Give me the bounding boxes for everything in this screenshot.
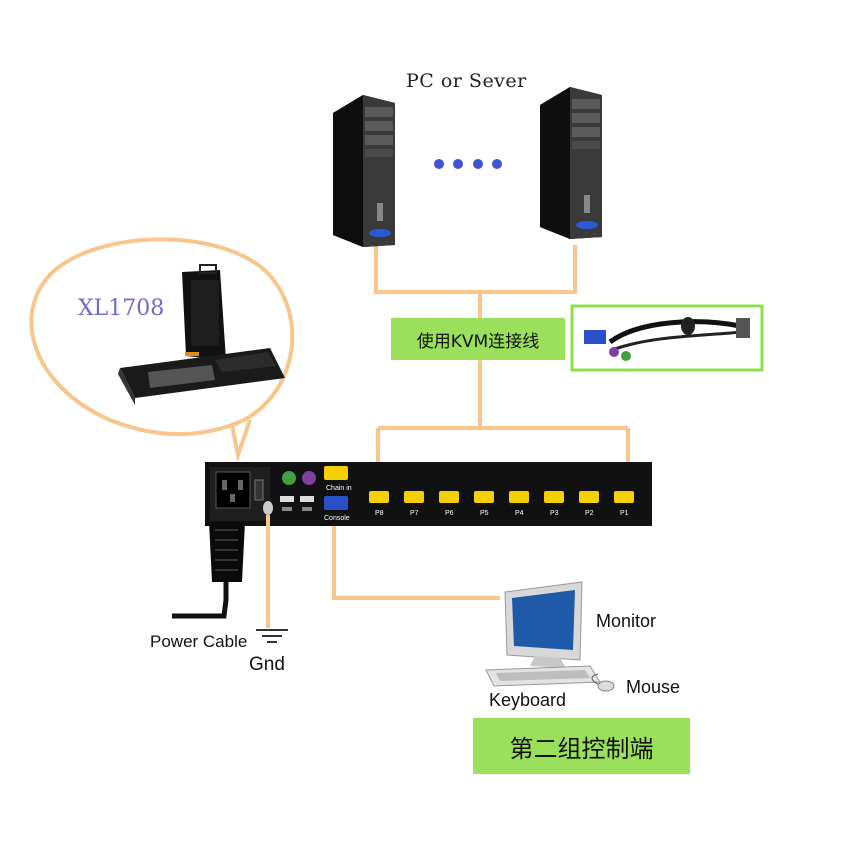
usb-ports-icon [280, 496, 314, 511]
port-p5-icon [474, 491, 494, 503]
chain-in-label: Chain in [326, 485, 352, 492]
chain-in-port-icon: Chain in [324, 466, 352, 492]
ground-wire-icon [256, 515, 288, 643]
server-right-icon [540, 87, 602, 239]
port-label: P8 [375, 510, 384, 517]
servers-label: PC or Sever [406, 70, 527, 92]
console-speech-bubble [29, 237, 295, 463]
keyboard-icon [485, 665, 601, 687]
lcd-kvm-console-icon [118, 264, 285, 405]
port-label: P5 [480, 510, 489, 517]
power-cable-label: Power Cable [150, 632, 248, 651]
port-p3-icon [544, 491, 564, 503]
port-p8-icon [369, 491, 389, 503]
kvm-cable-label: 使用KVM连接线 [391, 318, 565, 360]
connection-wires [332, 245, 630, 600]
port-p6-icon [439, 491, 459, 503]
port-label: P2 [585, 510, 594, 517]
mouse-label: Mouse [626, 677, 681, 697]
wire-server-left [374, 245, 577, 294]
port-p1-icon [614, 491, 634, 503]
power-switch-icon [254, 479, 264, 501]
power-socket-icon [215, 471, 251, 509]
keyboard-label: Keyboard [489, 690, 567, 710]
monitor-icon [504, 581, 583, 668]
port-label: P6 [445, 510, 454, 517]
server-ellipsis-dots [434, 159, 502, 169]
console-model-label: XL1708 [78, 296, 165, 321]
kvm-switch-icon: Chain in Console P8 P7 P6 P5 P4 P3 P2 P1 [205, 462, 652, 526]
gnd-label: Gnd [249, 654, 285, 675]
console-port-label: Console [324, 515, 350, 522]
server-ports: P8 P7 P6 P5 P4 P3 P2 P1 [369, 491, 634, 517]
port-label: P7 [410, 510, 419, 517]
server-left-icon [333, 95, 395, 247]
power-cable-icon [172, 522, 245, 619]
port-p4-icon [509, 491, 529, 503]
kvm-cable-icon [570, 304, 764, 372]
ps2-ports-icon [282, 471, 316, 485]
console-group-label: 第二组控制端 [473, 718, 690, 774]
port-p2-icon [579, 491, 599, 503]
monitor-label: Monitor [596, 611, 657, 631]
port-label: P3 [550, 510, 559, 517]
mouse-icon [591, 673, 615, 692]
wire-to-console [332, 520, 500, 600]
port-label: P1 [620, 510, 629, 517]
port-label: P4 [515, 510, 524, 517]
port-p7-icon [404, 491, 424, 503]
ground-screw-icon [263, 501, 273, 515]
console-port-icon: Console [324, 496, 350, 522]
